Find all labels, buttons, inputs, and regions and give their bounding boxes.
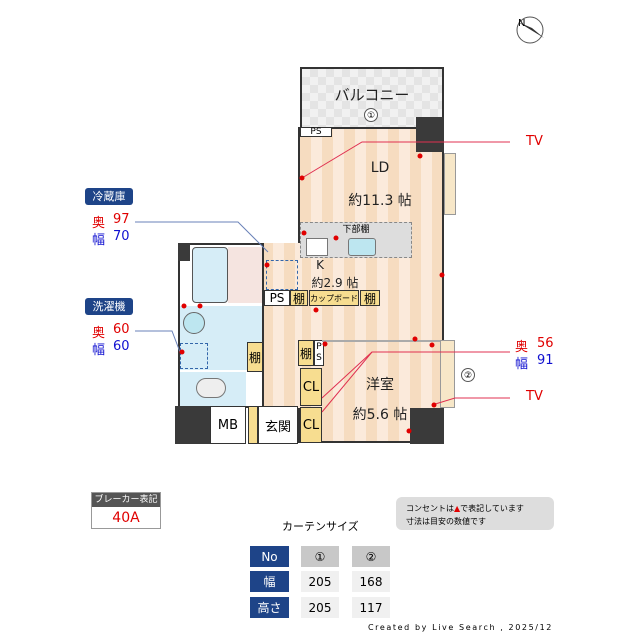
tv-label-ld: TV: [526, 134, 543, 149]
western-size: 約5.6 帖: [352, 407, 408, 423]
breaker-box: ブレーカー表記 40A: [91, 492, 161, 529]
breaker-title: ブレーカー表記: [92, 493, 160, 507]
pillar: [410, 408, 444, 444]
curtain-header-2: ②: [352, 546, 390, 567]
window2-width: 91: [537, 353, 554, 368]
outlet-icon: ▲: [454, 504, 461, 513]
washer-badge: 洗濯機: [85, 298, 133, 315]
curtain-width-1: 205: [301, 571, 339, 592]
lower-shelf-label: 下部棚: [342, 225, 370, 235]
shelf-wash: 棚: [247, 342, 263, 372]
closet-1: CL: [300, 368, 322, 406]
sink-icon: [348, 238, 376, 256]
curtain-header-1: ①: [301, 546, 339, 567]
ld-label: LD: [370, 160, 390, 176]
sliding-door: [322, 340, 444, 342]
cupboard: カップボード: [309, 290, 359, 306]
closet-2: CL: [300, 407, 322, 443]
bathtub: [192, 247, 228, 303]
window-ld: [444, 153, 456, 215]
stove-icon: [306, 238, 328, 256]
washer-space: [180, 343, 208, 369]
entrance: 玄関: [258, 406, 298, 444]
western-label: 洋室: [366, 377, 394, 393]
washer-width-label: 幅: [92, 343, 106, 358]
curtain-width-2: 168: [352, 571, 390, 592]
shelf-kitchen-2: 棚: [360, 290, 380, 306]
shelf-hall: 棚: [298, 340, 314, 366]
ps-kitchen: PS: [264, 290, 290, 306]
ps-s: S: [316, 353, 322, 363]
ps-p: P: [316, 342, 322, 352]
k-size: 約2.9 帖: [311, 276, 359, 290]
curtain-row-height-label: 高さ: [250, 597, 289, 618]
ld-size: 約11.3 帖: [348, 193, 412, 209]
hallway: [262, 243, 302, 408]
note-outlet-b: で表記しています: [460, 504, 524, 513]
ps-top: PS: [300, 127, 332, 137]
toilet-icon: [196, 378, 226, 398]
mb: MB: [210, 406, 246, 444]
fridge-badge: 冷蔵庫: [85, 188, 133, 205]
fridge-depth: 97: [113, 212, 130, 227]
washer-depth-label: 奥: [92, 326, 106, 341]
shelf-kitchen: 棚: [290, 290, 308, 306]
bathroom: [228, 247, 262, 303]
breaker-value: 40A: [112, 510, 140, 526]
curtain-height-2: 117: [352, 597, 390, 618]
curtain-row-width-label: 幅: [250, 571, 289, 592]
svg-text:N: N: [518, 18, 525, 29]
washer-depth: 60: [113, 322, 130, 337]
note-outlet-a: コンセントは: [406, 504, 454, 513]
window2-width-label: 幅: [515, 357, 529, 372]
fridge-width-label: 幅: [92, 233, 106, 248]
fridge-space: [266, 260, 298, 290]
k-label: K: [316, 258, 324, 272]
curtain-height-1: 205: [301, 597, 339, 618]
window2-depth: 56: [537, 336, 554, 351]
credit: Created by Live Search , 2025/12: [368, 623, 553, 632]
pillar: [416, 117, 444, 152]
wall: [178, 243, 190, 261]
window-2: [440, 340, 455, 408]
curtain-header-no: No: [250, 546, 289, 567]
fridge-width: 70: [113, 229, 130, 244]
compass-icon: N: [516, 16, 544, 44]
window-2-marker: ②: [461, 368, 475, 382]
curtain-title: カーテンサイズ: [282, 520, 359, 533]
pillar: [175, 406, 210, 444]
fridge-depth-label: 奥: [92, 216, 106, 231]
balcony-label: バルコニー: [334, 86, 410, 104]
washer-width: 60: [113, 339, 130, 354]
shoe-shelf: [248, 406, 258, 444]
washbasin: [183, 312, 205, 334]
window2-depth-label: 奥: [515, 340, 529, 355]
window-1-marker: ①: [364, 108, 378, 122]
notes-box: コンセントは▲で表記しています 寸法は目安の数値です: [396, 497, 554, 530]
tv-label-western: TV: [526, 389, 543, 404]
note-dimensions: 寸法は目安の数値です: [406, 517, 486, 526]
